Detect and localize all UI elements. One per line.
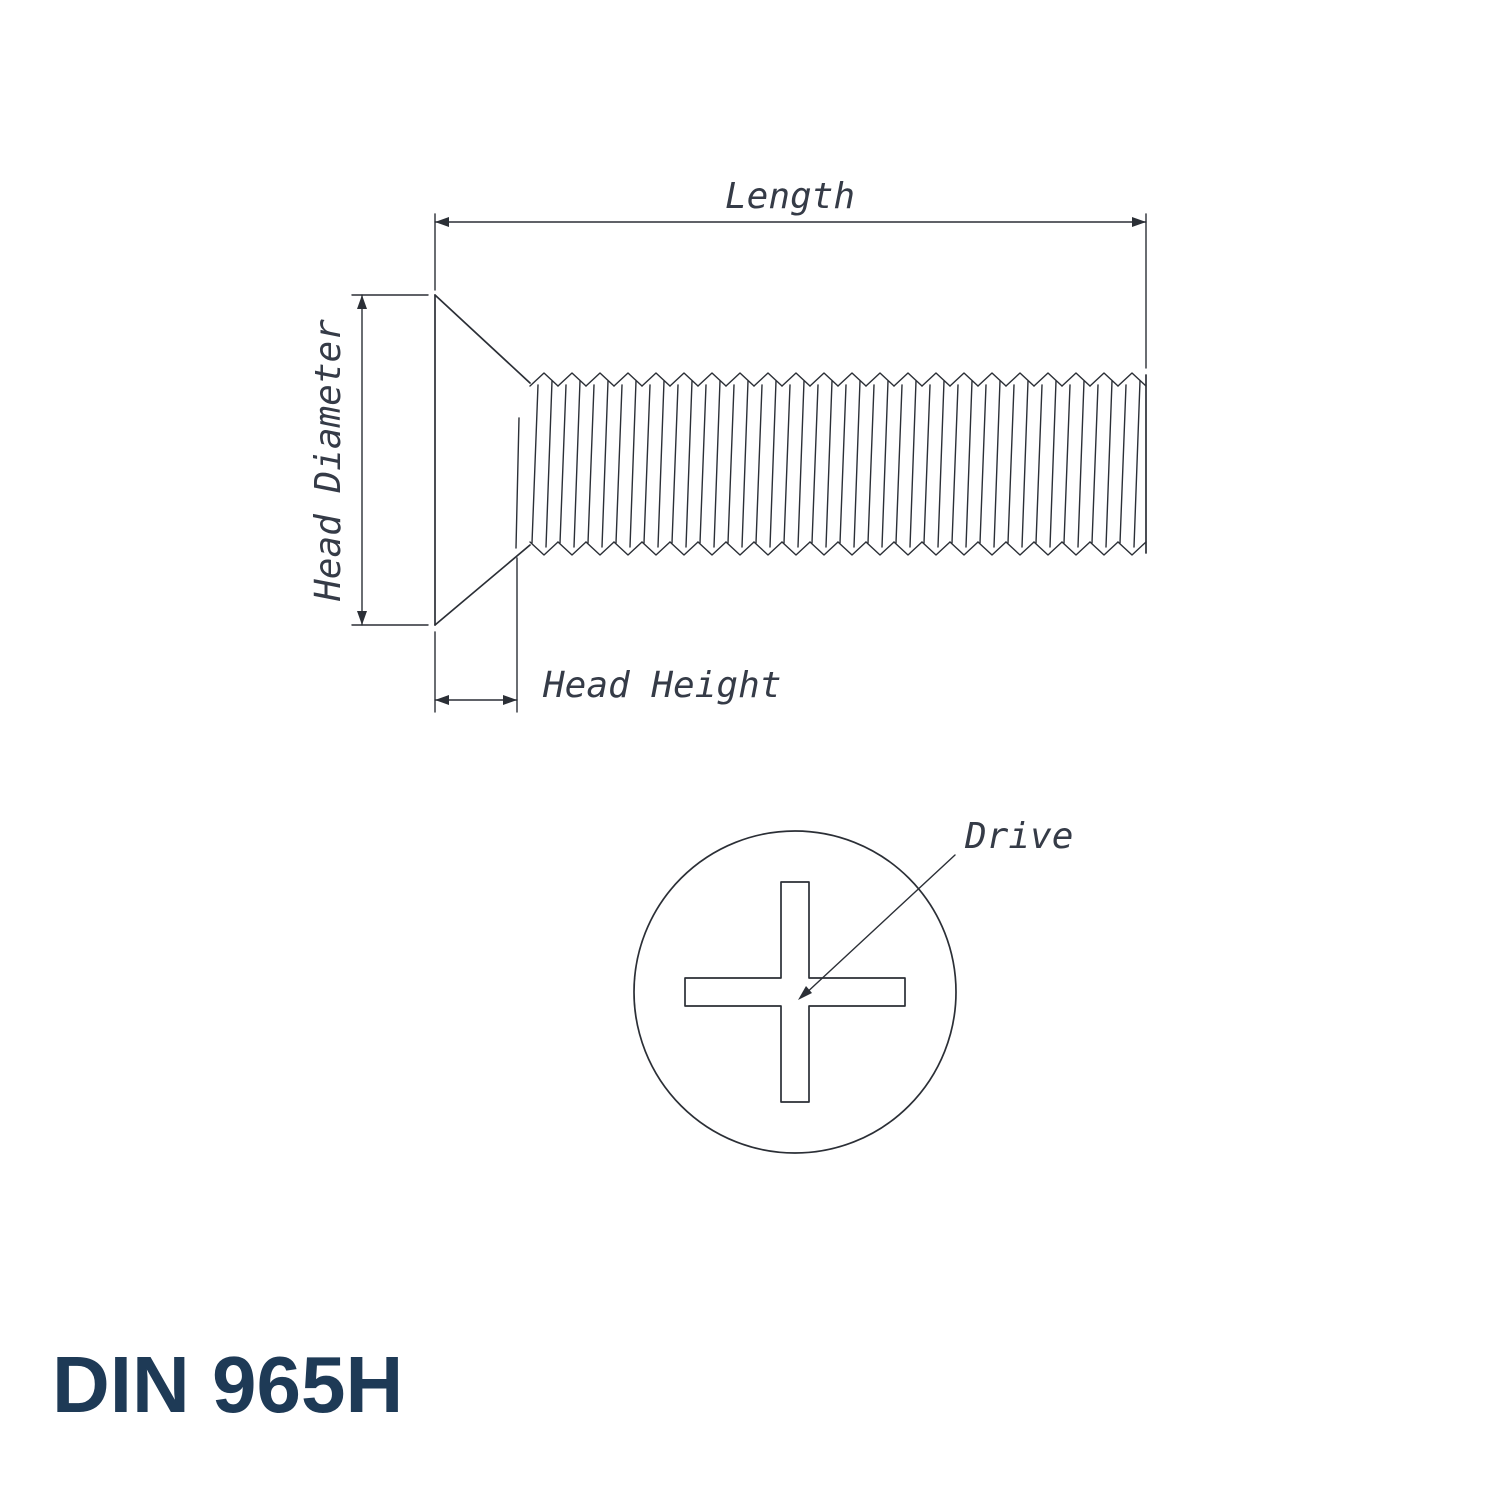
leader-arrowhead	[798, 986, 812, 1000]
thread-pattern	[529, 372, 1147, 556]
page-title: DIN 965H	[52, 1340, 403, 1429]
label-head-diameter: Head Diameter	[308, 319, 349, 602]
arrowhead-right	[1132, 217, 1146, 227]
arrowhead-left	[435, 217, 449, 227]
phillips-cross	[684, 881, 906, 1103]
label-length: Length	[725, 176, 855, 217]
arrowhead-left	[435, 695, 449, 705]
dimension-head-diameter: Head Diameter	[308, 294, 429, 626]
arrowhead-bottom	[357, 611, 367, 625]
dimension-length: Length	[434, 176, 1147, 369]
label-drive: Drive	[964, 816, 1073, 857]
screw-head	[434, 294, 531, 626]
label-head-height: Head Height	[542, 665, 781, 706]
head-circle	[633, 830, 957, 1154]
arrowhead-top	[357, 295, 367, 309]
screw-head-on-view: Drive	[633, 816, 1073, 1154]
screw-side-view: Length Head Diameter Head Height	[308, 176, 1147, 713]
dimension-head-height: Head Height	[434, 557, 781, 713]
arrowhead-right	[503, 695, 517, 705]
leader-drive: Drive	[798, 816, 1073, 1000]
